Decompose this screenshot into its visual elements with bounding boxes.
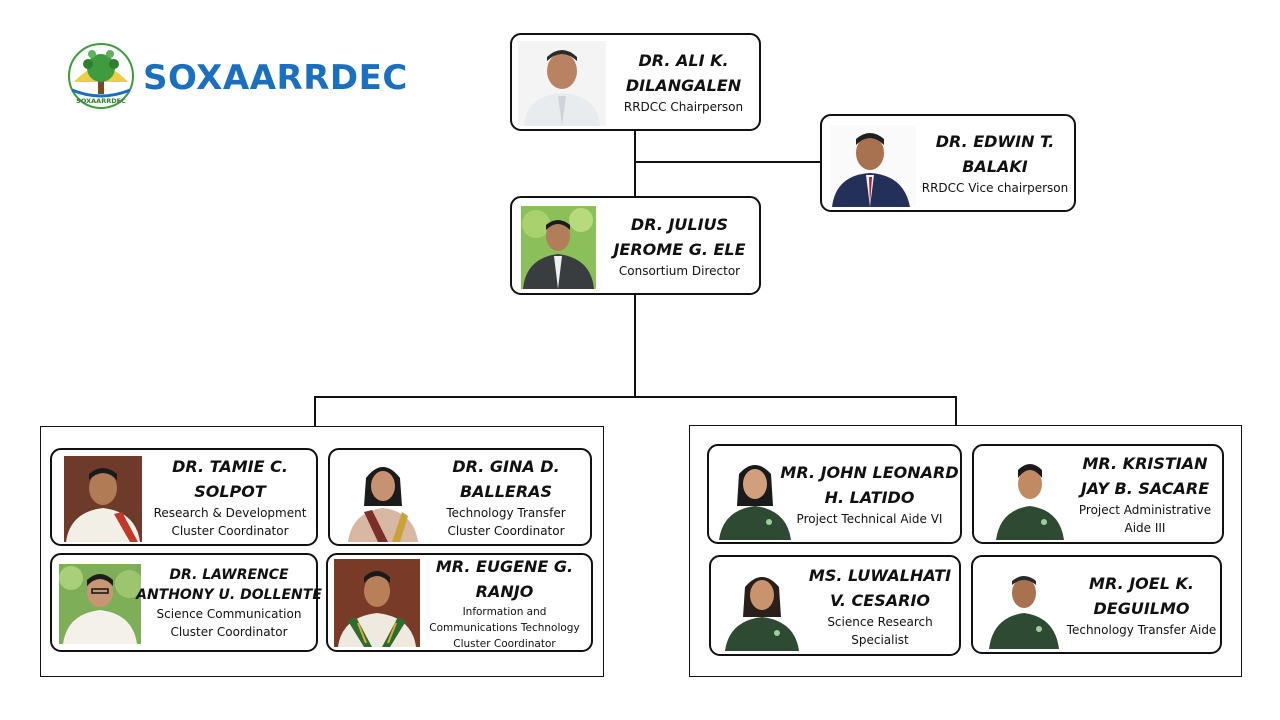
chairperson-name-line2: DILANGALEN [625, 76, 742, 95]
coordinator-role-line3: Cluster Coordinator [453, 637, 556, 650]
chairperson-photo [518, 41, 606, 126]
staff-card: MR. JOEL K. DEGUILMO Technology Transfer… [971, 555, 1222, 654]
staff-role-line1: Project Administrative [1078, 503, 1212, 517]
staff-role-line1: Project Technical Aide VI [796, 512, 943, 526]
staff-role-line2: Specialist [851, 632, 909, 647]
chairperson-role: RRDCC Chairperson [623, 100, 744, 114]
staff-name-line2: JAY B. SACARE [1080, 479, 1210, 498]
director-card: DR. JULIUS JEROME G. ELE Consortium Dire… [510, 196, 761, 295]
connector-vice-chair [635, 161, 821, 163]
coordinator-photo [334, 559, 420, 647]
coordinator-role-line1: Research & Development [153, 506, 307, 520]
staff-role-line1: Technology Transfer Aide [1066, 622, 1217, 637]
coordinator-card: MR. EUGENE G. RANJO Information and Comm… [326, 553, 593, 652]
connector-branch [315, 396, 956, 398]
chairperson-name-line1: DR. ALI K. [638, 51, 729, 70]
staff-name-line2: DEGUILMO [1093, 598, 1190, 618]
coordinator-name-line2: RANJO [475, 581, 534, 601]
coordinator-card: DR. TAMIE C. SOLPOT Research & Developme… [50, 448, 318, 546]
vice-chairperson-name-line1: DR. EDWIN T. [935, 132, 1055, 151]
staff-photo [992, 456, 1068, 540]
staff-name-line1: MR. JOEL K. [1089, 573, 1194, 593]
chairperson-card: DR. ALI K. DILANGALEN RRDCC Chairperson [510, 33, 761, 131]
coordinator-card: DR. GINA D. BALLERAS Technology Transfer… [328, 448, 592, 546]
soxaarrdec-logo: SOXAARRDEC [66, 42, 136, 112]
coordinator-role-line2: Cluster Coordinator [447, 524, 565, 538]
staff-photo [721, 565, 803, 651]
connector-chair-director [634, 130, 636, 197]
coordinator-name-line1: DR. LAWRENCE [169, 566, 289, 583]
coordinator-role-line2: Cluster Coordinator [171, 524, 289, 538]
coordinator-role-line1: Information and [462, 605, 547, 618]
vice-chairperson-photo [830, 125, 916, 207]
staff-card: MR. JOHN LEONARD H. LATIDO Project Techn… [707, 444, 962, 544]
staff-name-line1: MS. LUWALHATI [808, 565, 952, 585]
staff-name-line2: V. CESARIO [830, 590, 930, 610]
coordinator-name-line2: ANTHONY U. DOLLENTE [136, 586, 322, 603]
staff-name-line1: MR. KRISTIAN [1082, 454, 1208, 473]
coordinator-photo [64, 456, 142, 542]
coordinator-photo [344, 456, 422, 542]
coordinator-photo [59, 564, 141, 644]
coordinator-role-line2: Communications Technology [429, 621, 580, 634]
coordinator-card: DR. LAWRENCE ANTHONY U. DOLLENTE Science… [50, 553, 322, 652]
staff-role-line2: Aide III [1124, 521, 1166, 535]
staff-name-line2: H. LATIDO [824, 488, 915, 507]
coordinator-name-line1: DR. TAMIE C. [172, 457, 288, 476]
staff-role-line1: Science Research [827, 614, 933, 629]
coordinator-name-line1: MR. EUGENE G. [435, 556, 574, 576]
coordinator-role-line1: Technology Transfer [446, 506, 566, 520]
coordinator-name-line1: DR. GINA D. [452, 457, 560, 476]
staff-card: MS. LUWALHATI V. CESARIO Science Researc… [709, 555, 961, 656]
coordinator-name-line2: SOLPOT [194, 482, 266, 501]
coordinator-role-line2: Cluster Coordinator [170, 624, 288, 639]
brand-name: SOXAARRDEC [143, 58, 408, 98]
staff-photo [715, 454, 795, 540]
staff-name-line1: MR. JOHN LEONARD [780, 463, 959, 482]
coordinator-name-line2: BALLERAS [459, 482, 553, 501]
staff-photo [985, 567, 1063, 649]
staff-card: MR. KRISTIAN JAY B. SACARE Project Admin… [972, 444, 1224, 544]
connector-left-drop [314, 396, 316, 426]
director-name-line2: JEROME G. ELE [613, 239, 746, 259]
director-role: Consortium Director [618, 263, 741, 278]
vice-chairperson-role: RRDCC Vice chairperson [921, 181, 1069, 195]
vice-chairperson-name-line2: BALAKI [962, 157, 1028, 176]
connector-right-drop [955, 396, 957, 426]
connector-director-down [634, 294, 636, 397]
vice-chairperson-card: DR. EDWIN T. BALAKI RRDCC Vice chairpers… [820, 114, 1076, 212]
director-name-line1: DR. JULIUS [630, 214, 729, 234]
coordinator-role-line1: Science Communication [156, 606, 302, 621]
logo-caption: SOXAARRDEC [76, 97, 126, 105]
director-photo [521, 206, 596, 289]
